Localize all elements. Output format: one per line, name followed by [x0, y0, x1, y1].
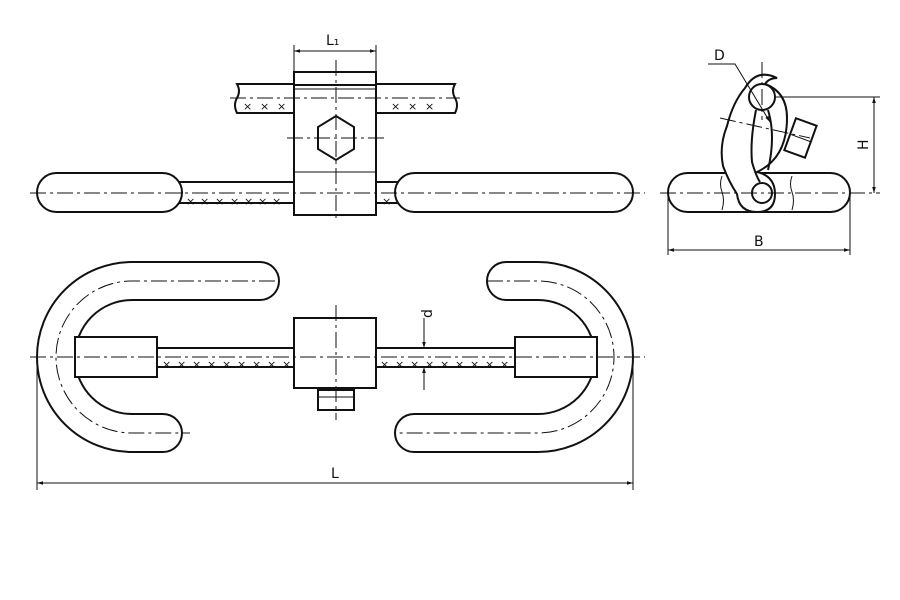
- strand-mark: ×: [408, 100, 417, 113]
- left-u-weight: [36, 261, 280, 453]
- strand-mark: ×: [258, 195, 267, 208]
- strand-mark: ×: [186, 195, 195, 208]
- strand-mark: ×: [230, 195, 239, 208]
- front-clamp: [293, 317, 377, 389]
- strand-mark: ×: [380, 358, 389, 371]
- dim-B: B: [754, 234, 764, 250]
- clamp-arm: [720, 73, 789, 214]
- strand-mark: ×: [425, 100, 434, 113]
- strand-mark: ×: [192, 358, 201, 371]
- dim-d: d: [420, 309, 436, 318]
- right-u-weight: [394, 261, 634, 453]
- strand-mark: ×: [470, 358, 479, 371]
- side-view: D H B: [660, 48, 880, 255]
- strand-mark: ×: [395, 358, 404, 371]
- strand-mark: ×: [282, 358, 291, 371]
- dim-D: D: [714, 48, 725, 64]
- strand-mark: ×: [252, 358, 261, 371]
- strand-mark: ×: [277, 100, 286, 113]
- dim-L: L: [331, 466, 339, 482]
- strand-mark: ×: [455, 358, 464, 371]
- strand-mark: ×: [222, 358, 231, 371]
- strand-mark: ×: [215, 195, 224, 208]
- strand-mark: ×: [425, 358, 434, 371]
- strand-mark: ×: [207, 358, 216, 371]
- strand-mark: ×: [177, 358, 186, 371]
- strand-mark: ×: [500, 358, 509, 371]
- dim-H: H: [856, 139, 872, 150]
- strand-mark: ×: [200, 195, 209, 208]
- strand-mark: ×: [260, 100, 269, 113]
- strand-mark: ×: [391, 100, 400, 113]
- strand-mark: ×: [237, 358, 246, 371]
- front-view: × × × × × × × × × × × × × × × × × × d L: [30, 261, 645, 490]
- strand-mark: ×: [485, 358, 494, 371]
- strand-mark: ×: [244, 195, 253, 208]
- strand-mark: ×: [243, 100, 252, 113]
- strand-mark: ×: [410, 358, 419, 371]
- strand-mark: ×: [382, 195, 391, 208]
- strand-mark: ×: [272, 195, 281, 208]
- strand-mark: ×: [162, 358, 171, 371]
- dim-L1: L₁: [326, 33, 339, 49]
- strand-mark: ×: [440, 358, 449, 371]
- strand-mark: ×: [267, 358, 276, 371]
- top-view: × × × × × × × × × × × × × × L₁: [30, 33, 645, 220]
